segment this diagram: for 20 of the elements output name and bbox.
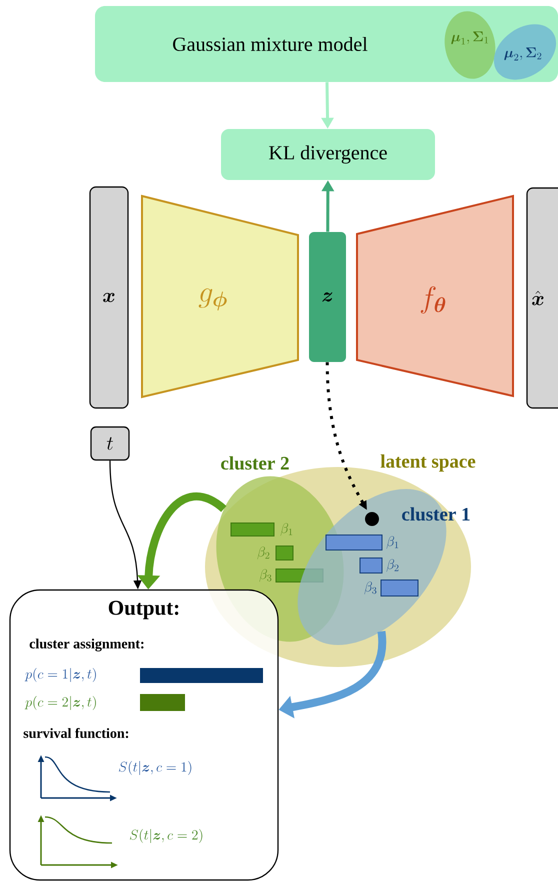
output-box: $\hat{\boldsymbol{x}}$	[526, 187, 558, 409]
coefficient-bar	[276, 546, 294, 560]
coefficient-label: $\beta_2$	[257, 546, 270, 560]
node-label: cluster 2	[221, 456, 289, 470]
coefficient-bar	[326, 534, 382, 550]
coefficient-bar	[380, 580, 418, 596]
latent-box: $\boldsymbol{z}$	[309, 232, 346, 362]
coefficient-label: $\beta_3$	[259, 569, 272, 582]
coefficient-label: $\beta_1$	[386, 536, 398, 549]
output-panel: Output: cluster assignment: $p(c=1|\boldsymbol{z},t)$ $p(c=2|\boldsymbol{z},t)$ survival function: $S(t|\boldsymbol{z},c=1)$ $S(t|\boldsymbol{z},c=2)$	[9, 589, 279, 881]
coefficient-label: $\beta_1$	[280, 523, 292, 536]
coefficient-label: $\beta_2$	[386, 559, 398, 572]
coefficient-label: $\beta_3$	[364, 582, 376, 594]
point-marker	[365, 512, 379, 526]
coefficient-bar	[360, 558, 382, 574]
process-box: KL divergence	[221, 129, 435, 180]
decoder-trapezoid: $f_{\boldsymbol{\theta}}$	[356, 194, 514, 398]
input-box: $t$	[90, 426, 130, 461]
input-box: $\boldsymbol{x}$	[89, 186, 129, 409]
coefficient-bar	[230, 522, 274, 536]
